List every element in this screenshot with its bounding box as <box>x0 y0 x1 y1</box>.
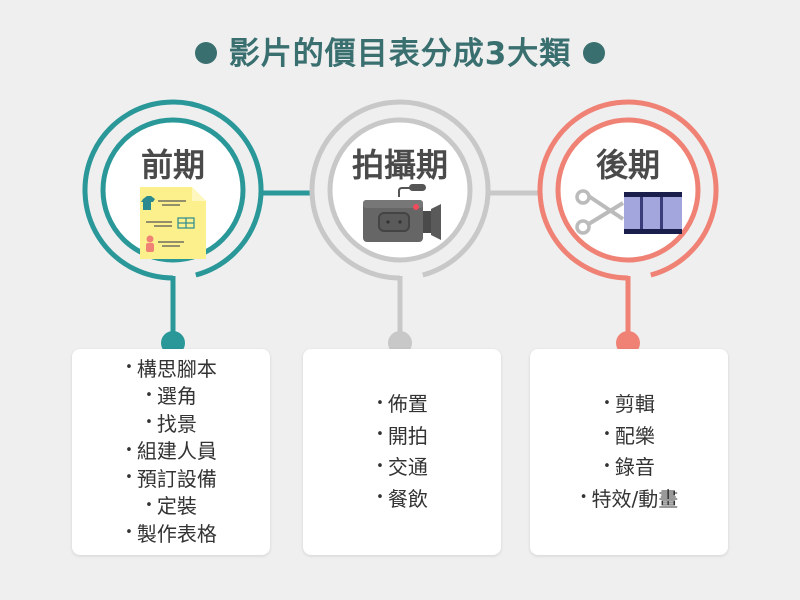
phase-label-pre: 前期 <box>140 146 205 184</box>
outer-ring-post <box>537 99 719 281</box>
list-item: 組建人員 <box>125 438 217 466</box>
script-document-icon <box>140 187 206 259</box>
phase-label-post: 後期 <box>595 146 660 184</box>
list-item: 錄音 <box>603 452 655 484</box>
title-dot-left <box>194 41 217 64</box>
pre-production-box: 構思腳本 選角 找景 組建人員 預訂設備 定裝 製作表格 <box>72 349 270 555</box>
list-item: 剪輯 <box>603 389 655 421</box>
title-dot-right <box>583 41 606 64</box>
shooting-box: 佈置 開拍 交通 餐飲 <box>303 349 501 555</box>
title-text: 影片的價目表分成3大類 <box>228 36 572 72</box>
list-item: 構思腳本 <box>125 356 217 384</box>
outer-ring-pre <box>82 99 264 281</box>
list-item: 預訂設備 <box>125 466 217 494</box>
post-production-box: 剪輯 配樂 錄音 特效/動畫 <box>530 349 728 555</box>
list-item: 配樂 <box>603 421 655 453</box>
list-item: 特效/動畫 <box>580 484 679 516</box>
phase-label-shoot: 拍攝期 <box>351 146 448 184</box>
list-item: 選角 <box>145 383 197 411</box>
page-title: 影片的價目表分成3大類 <box>0 28 800 73</box>
video-camera-icon <box>363 184 441 242</box>
list-item: 餐飲 <box>376 484 428 516</box>
scissors-film-icon <box>575 189 682 235</box>
list-item: 製作表格 <box>125 521 217 549</box>
list-item: 交通 <box>376 452 428 484</box>
outer-ring-shoot <box>309 99 491 281</box>
list-item: 找景 <box>145 411 197 439</box>
list-item: 佈置 <box>376 389 428 421</box>
list-item: 開拍 <box>376 421 428 453</box>
list-item: 定裝 <box>145 493 197 521</box>
